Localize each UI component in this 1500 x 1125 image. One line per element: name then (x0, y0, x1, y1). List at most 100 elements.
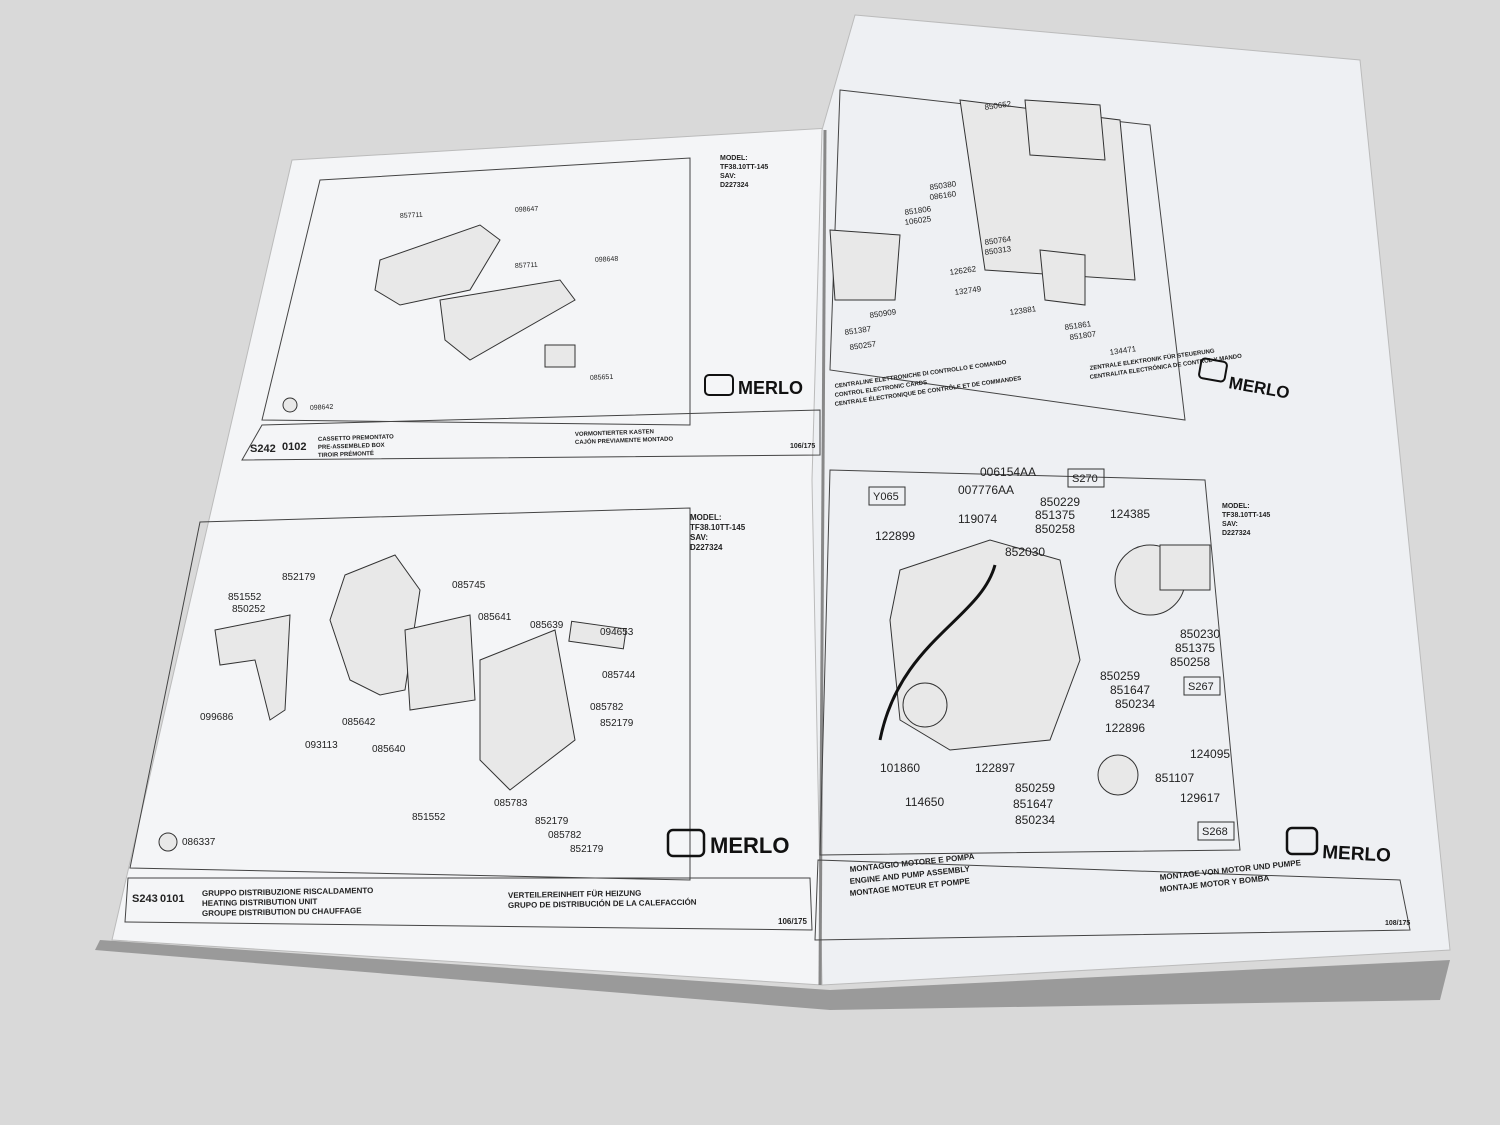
part-number-label: 085651 (590, 374, 614, 382)
part-number-label: 098648 (595, 256, 619, 264)
part-number-label: 850257 (849, 339, 877, 352)
part-number-label: 085783 (494, 798, 528, 809)
connector-tag: S268 (1202, 826, 1228, 838)
part-number-label: 099686 (200, 712, 234, 723)
part-number-label: 850259 (1015, 781, 1055, 795)
part-number-label: 857711 (400, 212, 423, 220)
revision-code: 0101 (160, 893, 184, 905)
book-spine (818, 129, 827, 986)
part-number-label: 093113 (305, 740, 338, 751)
svg-text:MERLO: MERLO (1322, 842, 1392, 867)
merlo-logo: MERLO (1285, 826, 1392, 867)
part-number-label: 851861 (1064, 319, 1092, 332)
part-number-label: 852030 (1005, 545, 1045, 559)
part-number-label: 086337 (182, 837, 216, 848)
svg-text:MERLO: MERLO (738, 378, 803, 398)
part-number-label: 098642 (310, 404, 334, 412)
model-value: TF38.10TT-145 (720, 164, 768, 171)
page-number: 106/175 (790, 443, 815, 450)
connector-tag: Y065 (873, 491, 899, 503)
caption-line: GRUPO DE DISTRIBUCIÓN DE LA CALEFACCIÓN (508, 898, 697, 910)
part-number-label: 085745 (452, 580, 486, 591)
part-number-label: 850252 (232, 604, 266, 615)
part-number-label: 122899 (875, 529, 915, 543)
part-number-label: 085782 (590, 702, 624, 713)
caption-line: CASSETTO PREMONTATO (318, 434, 394, 443)
part-number-label: 850234 (1015, 813, 1055, 827)
part-number-label: 851806 (904, 204, 932, 217)
sav-label: SAV: (690, 533, 708, 542)
part-number-label: 122896 (1105, 721, 1145, 735)
model-label: MODEL: (1222, 503, 1250, 510)
part-number-label: 852179 (535, 816, 569, 827)
part-number-label: 085744 (602, 670, 636, 681)
part-number-label: 085640 (372, 744, 406, 755)
part-number-label: 124095 (1190, 747, 1230, 761)
caption-line: CAJÓN PREVIAMENTE MONTADO (575, 435, 674, 446)
part-number-label: 850909 (869, 307, 897, 320)
part-number-label: 851107 (1155, 771, 1194, 785)
part-number-label: 851375 (1035, 508, 1075, 522)
part-number-label: 006154AA (980, 465, 1036, 479)
part-number-label: 850380 (929, 179, 957, 192)
connector-tag-box (1183, 676, 1221, 696)
part-number-label: 085782 (548, 830, 582, 841)
right-page (811, 14, 1451, 986)
model-label: MODEL: (690, 513, 722, 522)
part-number-label: 122897 (975, 761, 1015, 775)
part-number-label: 106025 (904, 214, 932, 227)
panel-pre-assembled-box: MODEL: TF38.10TT-145 SAV: D227324 857711… (241, 155, 821, 461)
connector-tag: S270 (1072, 473, 1098, 485)
section-code: S243 (132, 893, 158, 905)
part-number-label: 851375 (1175, 641, 1215, 655)
part-number-label: 850229 (1040, 495, 1080, 509)
sav-value: D227324 (690, 543, 723, 552)
book-shadow (95, 940, 1450, 1010)
page-number: 108/175 (1385, 920, 1410, 927)
part-number-label: 124385 (1110, 507, 1150, 521)
connector-tag-box (1067, 468, 1105, 488)
connector-tag-box (1197, 821, 1235, 841)
revision-code: 0102 (282, 441, 306, 453)
part-number-label: 126262 (949, 264, 977, 277)
caption-line: PRE-ASSEMBLED BOX (318, 443, 385, 451)
svg-text:MERLO: MERLO (710, 833, 789, 858)
caption-line: GROUPE DISTRIBUTION DU CHAUFFAGE (202, 906, 362, 918)
part-number-label: 086160 (929, 189, 957, 202)
part-number-label: 852179 (282, 572, 316, 583)
part-number-label: 098647 (515, 206, 539, 214)
part-number-label: 857711 (515, 262, 538, 270)
part-number-label: 851552 (228, 592, 262, 603)
connector-tag-box (868, 486, 906, 506)
part-number-label: 085639 (530, 620, 564, 631)
panel-heating-distribution-unit: MODEL: TF38.10TT-145 SAV: D227324 852179… (124, 507, 813, 931)
part-number-label: 850259 (1100, 669, 1140, 683)
part-number-label: 123881 (1009, 304, 1037, 317)
part-number-label: 851552 (412, 812, 446, 823)
sav-value: D227324 (1222, 530, 1251, 537)
part-number-label: 852179 (600, 718, 634, 729)
section-code: S242 (250, 443, 276, 455)
sav-label: SAV: (1222, 521, 1238, 528)
merlo-logo: MERLO (704, 374, 803, 398)
panel-engine-and-pump-assembly: MODEL: TF38.10TT-145 SAV: D227324 Y065S2… (814, 465, 1411, 941)
part-number-label: 114650 (905, 795, 944, 809)
page-number: 106/175 (778, 917, 807, 926)
part-number-label: 101860 (880, 761, 920, 775)
caption-line: VORMONTIERTER KASTEN (575, 429, 654, 438)
merlo-logo: MERLO (666, 828, 789, 858)
part-number-label: 129617 (1180, 791, 1220, 805)
caption-line: GRUPPO DISTRIBUZIONE RISCALDAMENTO (202, 886, 374, 898)
part-number-label: 850313 (984, 244, 1012, 257)
part-number-label: 132749 (954, 284, 982, 297)
part-number-label: 119074 (958, 512, 997, 526)
part-number-label: 850258 (1170, 655, 1210, 669)
part-number-label: 850764 (984, 234, 1012, 247)
part-number-label: 850258 (1035, 522, 1075, 536)
part-number-label: 850652 (984, 99, 1012, 112)
model-value: TF38.10TT-145 (690, 523, 746, 532)
part-number-label: 094653 (600, 627, 634, 638)
caption-line: TIROIR PRÉMONTÉ (318, 449, 374, 459)
sav-value: D227324 (720, 182, 749, 189)
caption-line: VERTEILEREINHEIT FÜR HEIZUNG (508, 889, 641, 900)
